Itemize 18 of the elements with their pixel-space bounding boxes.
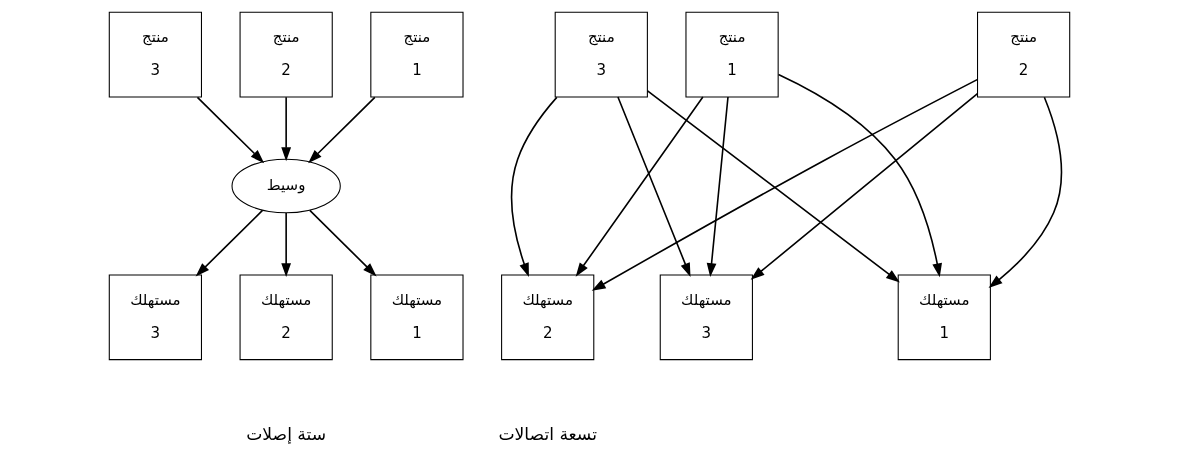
arrow xyxy=(706,96,729,278)
arrow xyxy=(309,209,377,277)
arrow xyxy=(575,96,704,277)
arrow xyxy=(988,96,1063,288)
arrow xyxy=(646,90,900,283)
arrow xyxy=(281,212,292,278)
label: تسعة اتصالات xyxy=(498,423,597,444)
arrow xyxy=(510,96,558,277)
arrow xyxy=(591,78,978,291)
arrow xyxy=(750,92,979,280)
arrow xyxy=(777,73,942,278)
arrow xyxy=(617,96,691,277)
label: ستة إصلات xyxy=(246,423,327,444)
arrow xyxy=(196,96,265,164)
arrow xyxy=(281,96,292,162)
arrow xyxy=(195,209,264,277)
node-ellipse: وسيط xyxy=(231,158,341,214)
arrow xyxy=(308,96,376,164)
